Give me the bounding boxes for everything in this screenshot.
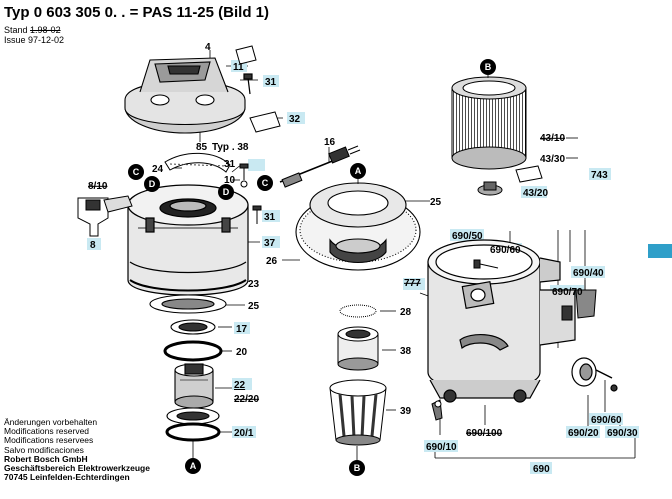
part-knob bbox=[477, 181, 503, 196]
callout-a-bottom-label: A bbox=[190, 461, 197, 471]
part-plate bbox=[235, 45, 257, 65]
callout-d-right bbox=[218, 184, 234, 200]
label-31-mid: 31 bbox=[224, 159, 236, 170]
stand-label: Stand bbox=[4, 25, 28, 35]
label-22-20: 22/20 bbox=[234, 394, 259, 405]
label-10: 10 bbox=[224, 175, 236, 186]
label-26: 26 bbox=[266, 256, 278, 267]
callout-a-top-label: A bbox=[355, 166, 362, 176]
callout-b-top-label: B bbox=[485, 62, 492, 72]
part-small-filter bbox=[337, 304, 379, 371]
callout-d-right-label: D bbox=[223, 187, 230, 197]
callout-c-left bbox=[128, 164, 144, 180]
label-85: 85 bbox=[196, 142, 208, 153]
label-39: 39 bbox=[400, 406, 412, 417]
label-690-70: 690/70 bbox=[552, 287, 583, 298]
callout-a-top bbox=[350, 163, 366, 179]
callout-markers: B A C C D D A B bbox=[128, 59, 496, 476]
part-basket bbox=[329, 379, 387, 446]
callout-d-left-label: D bbox=[149, 179, 156, 189]
callout-b-bottom bbox=[349, 460, 365, 476]
label-25-left: 25 bbox=[248, 301, 260, 312]
label-8: 8 bbox=[90, 240, 96, 251]
part-castor bbox=[431, 399, 443, 421]
footer-line-4: Salvo modificaciones bbox=[4, 444, 84, 455]
part-labels: 4 11 31 32 85 Typ . 38 16 31 10 24 8/10 … bbox=[88, 42, 638, 475]
part-power-cord bbox=[279, 145, 361, 188]
footer-line-1: Änderungen vorbehalten bbox=[4, 417, 98, 427]
company-name: Robert Bosch GmbH bbox=[4, 453, 88, 464]
part-screw-d bbox=[473, 259, 499, 269]
footer: Änderungen vorbehalten Modifications res… bbox=[4, 417, 150, 483]
page-edge-tab bbox=[648, 244, 672, 258]
label-32: 32 bbox=[289, 114, 301, 125]
label-31-low: 31 bbox=[264, 212, 276, 223]
label-690-100: 690/100 bbox=[466, 428, 503, 439]
part-screw-a bbox=[243, 73, 253, 95]
part-latch bbox=[561, 289, 597, 321]
label-31-top: 31 bbox=[265, 77, 277, 88]
callout-c-right-label: C bbox=[262, 178, 269, 188]
label-43-20: 43/20 bbox=[523, 188, 548, 199]
part-filter-housing bbox=[295, 182, 421, 271]
part-container bbox=[427, 239, 576, 403]
label-24: 24 bbox=[152, 164, 164, 175]
callout-a-bottom bbox=[185, 458, 201, 474]
label-690-20: 690/20 bbox=[568, 428, 599, 439]
label-typ38: Typ . 38 bbox=[212, 142, 249, 153]
part-motor-head bbox=[127, 184, 249, 296]
callout-leaders bbox=[192, 75, 489, 460]
footer-line-3: Modifications reservees bbox=[4, 435, 94, 446]
label-4: 4 bbox=[205, 42, 211, 53]
label-20: 20 bbox=[236, 347, 248, 358]
label-43-30: 43/30 bbox=[540, 154, 565, 165]
label-23: 23 bbox=[248, 279, 260, 290]
part-filter-card bbox=[515, 165, 543, 183]
label-690-60-top: 690/60 bbox=[490, 245, 521, 256]
stand-date: 1.98-02 bbox=[30, 25, 61, 35]
label-690-30: 690/30 bbox=[607, 428, 638, 439]
label-690-10: 690/10 bbox=[426, 442, 457, 453]
label-20-1: 20/1 bbox=[234, 428, 254, 439]
revision-info: Stand 1.98-02 Issue 97-12-02 bbox=[4, 25, 64, 45]
label-22: 22 bbox=[234, 380, 246, 391]
company-address: 70745 Leinfelden-Echterdingen bbox=[4, 472, 130, 483]
label-690-60-bottom: 690/60 bbox=[591, 415, 622, 426]
footer-line-2: Modifications reserved bbox=[4, 426, 90, 437]
part-screw-b bbox=[239, 163, 249, 188]
label-37: 37 bbox=[264, 238, 276, 249]
part-cartridge-filter bbox=[451, 76, 527, 170]
label-43-10: 43/10 bbox=[540, 133, 565, 144]
callout-d-left bbox=[144, 176, 160, 192]
label-11: 11 bbox=[233, 62, 244, 73]
label-25-right: 25 bbox=[430, 197, 442, 208]
label-690-50: 690/50 bbox=[452, 231, 483, 242]
part-label-card bbox=[249, 111, 281, 133]
label-16: 16 bbox=[324, 137, 336, 148]
issue-label: Issue bbox=[4, 35, 26, 45]
label-690-40: 690/40 bbox=[573, 268, 604, 279]
label-690: 690 bbox=[533, 464, 550, 475]
part-motor-stack bbox=[149, 294, 227, 442]
label-17: 17 bbox=[236, 324, 248, 335]
issue-date: 97-12-02 bbox=[28, 35, 65, 45]
label-743: 743 bbox=[591, 170, 608, 181]
callout-b-top bbox=[480, 59, 496, 75]
label-777: 777 bbox=[404, 278, 421, 289]
label-highlights bbox=[87, 60, 639, 474]
company-division: Geschäftsbereich Elektrowerkzeuge bbox=[4, 463, 150, 474]
part-top-cover bbox=[124, 57, 246, 134]
part-screw-c bbox=[252, 205, 262, 224]
label-8-10: 8/10 bbox=[88, 181, 108, 192]
callout-b-bottom-label: B bbox=[354, 463, 361, 473]
callout-c-right bbox=[257, 175, 273, 191]
part-filter-strip bbox=[164, 152, 231, 173]
part-wheel bbox=[571, 357, 618, 392]
label-38: 38 bbox=[400, 346, 412, 357]
label-28: 28 bbox=[400, 307, 412, 318]
callout-c-left-label: C bbox=[133, 167, 140, 177]
part-switch bbox=[77, 195, 133, 237]
page-title: Typ 0 603 305 0. . = PAS 11-25 (Bild 1) bbox=[4, 4, 269, 21]
